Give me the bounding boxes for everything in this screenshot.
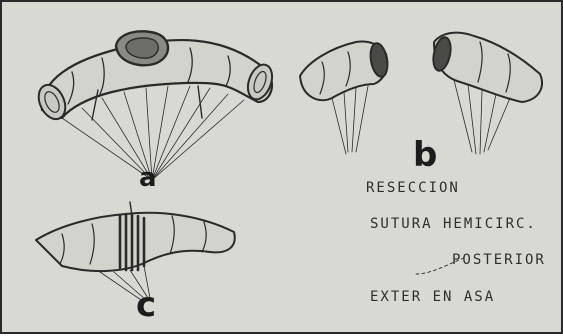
panel-label-c: c <box>136 288 156 322</box>
caption-sutura-hemicirc: SUTURA HEMICIRC. <box>370 216 537 232</box>
caption-posterior: POSTERIOR <box>452 252 546 268</box>
caption-reseccion: RESECCION <box>366 180 460 196</box>
panel-a-intestine-loop <box>34 31 277 180</box>
panel-label-a: a <box>139 165 157 191</box>
caption-exter-en-asa: EXTER EN ASA <box>370 289 495 305</box>
panel-label-b: b <box>413 138 437 172</box>
